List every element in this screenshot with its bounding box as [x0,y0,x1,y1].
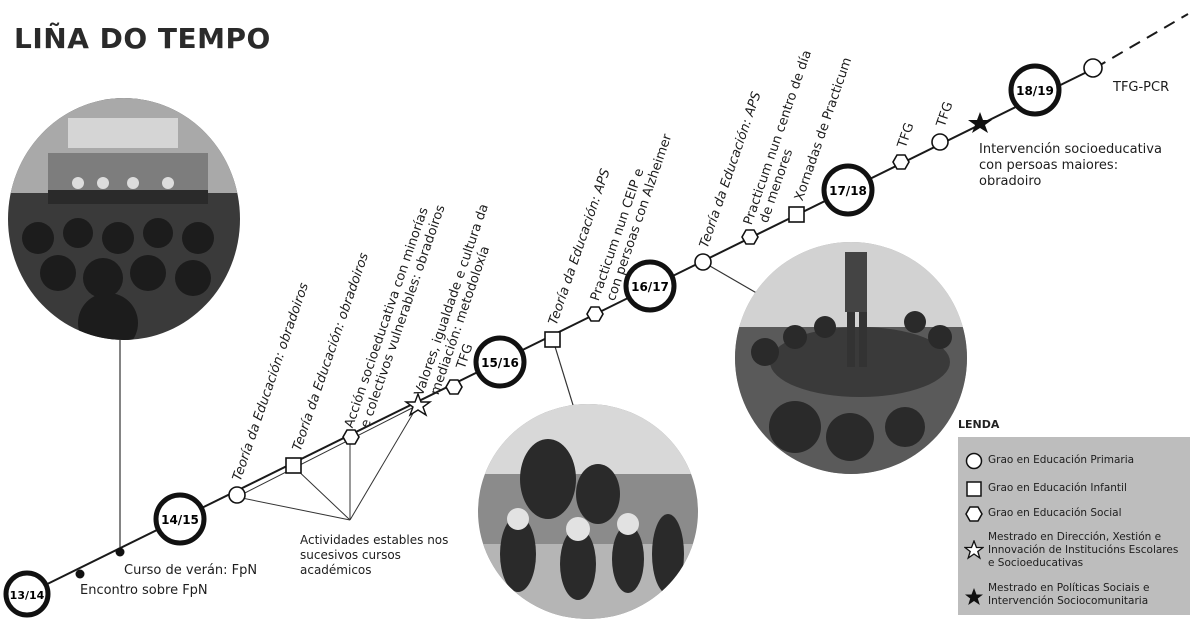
star-filled-icon [965,588,983,605]
hexagon-icon [965,506,983,522]
connector-line [292,465,351,521]
year-circle [473,335,527,389]
year-label: 16/17 [631,280,669,294]
circle-marker [694,253,712,271]
event-dot [75,569,85,579]
year-label: 14/15 [161,513,199,527]
connector-line [236,404,419,498]
photo-children-class [478,404,698,619]
legend-item-mestrado-politicas: Mestrado en Políticas Sociais e Interven… [988,582,1150,607]
circle-marker [931,133,949,151]
star-outline-marker [403,392,433,417]
year-label: 17/18 [829,184,867,198]
year-label: 15/16 [481,356,519,370]
circle-icon [965,452,983,470]
legend-box: Grao en Educación Primaria Grao en Educa… [958,437,1190,615]
square-icon [966,481,982,497]
page-title: LIÑA DO TEMPO [14,22,271,55]
star-outline-icon [964,540,984,560]
hexagon-marker [586,306,604,322]
label-tfg-pcr: TFG-PCR [1113,80,1170,95]
event-dot [115,547,125,557]
label-intervencion-3: obradoiro [979,174,1042,189]
legend-item-social: Grao en Educación Social [988,507,1122,519]
year-circle [153,492,207,546]
legend-item-primaria: Grao en Educación Primaria [988,454,1135,466]
year-circle [1008,63,1062,117]
year-label: 18/19 [1016,84,1054,98]
hexagon-marker [342,429,360,445]
photo-workshop [735,242,967,474]
year-circle [821,163,875,217]
label-actividades: Actividades estables nos sucesivos curso… [300,533,449,577]
circle-marker [228,486,246,504]
hexagon-marker [445,379,463,395]
hexagon-marker [892,154,910,170]
legend-title: LENDA [958,418,1000,431]
connector-line [552,339,574,406]
connector-line [349,404,419,521]
label-curso-veran: Curso de verán: FpN [124,563,258,578]
label-encontro: Encontro sobre FpN [80,583,208,598]
label-intervencion-1: Intervención socioeducativa [979,142,1162,157]
label-intervencion-2: con persoas maiores: [979,158,1119,173]
square-marker [285,457,302,474]
hexagon-marker [741,229,759,245]
legend-item-infantil: Grao en Educación Infantil [988,482,1127,494]
year-circle [3,570,51,618]
timeline-dashed-line [1094,13,1189,69]
connector-line [236,496,351,521]
square-marker [544,331,561,348]
square-marker [788,206,805,223]
year-circle [623,259,677,313]
year-label: 13/14 [10,589,45,602]
photo-conference [8,98,240,340]
circle-marker [1083,58,1103,78]
legend-item-mestrado-direccion: Mestrado en Dirección, Xestión e Innovac… [988,531,1179,569]
connector-line [702,261,761,296]
star-filled-marker [968,112,992,133]
